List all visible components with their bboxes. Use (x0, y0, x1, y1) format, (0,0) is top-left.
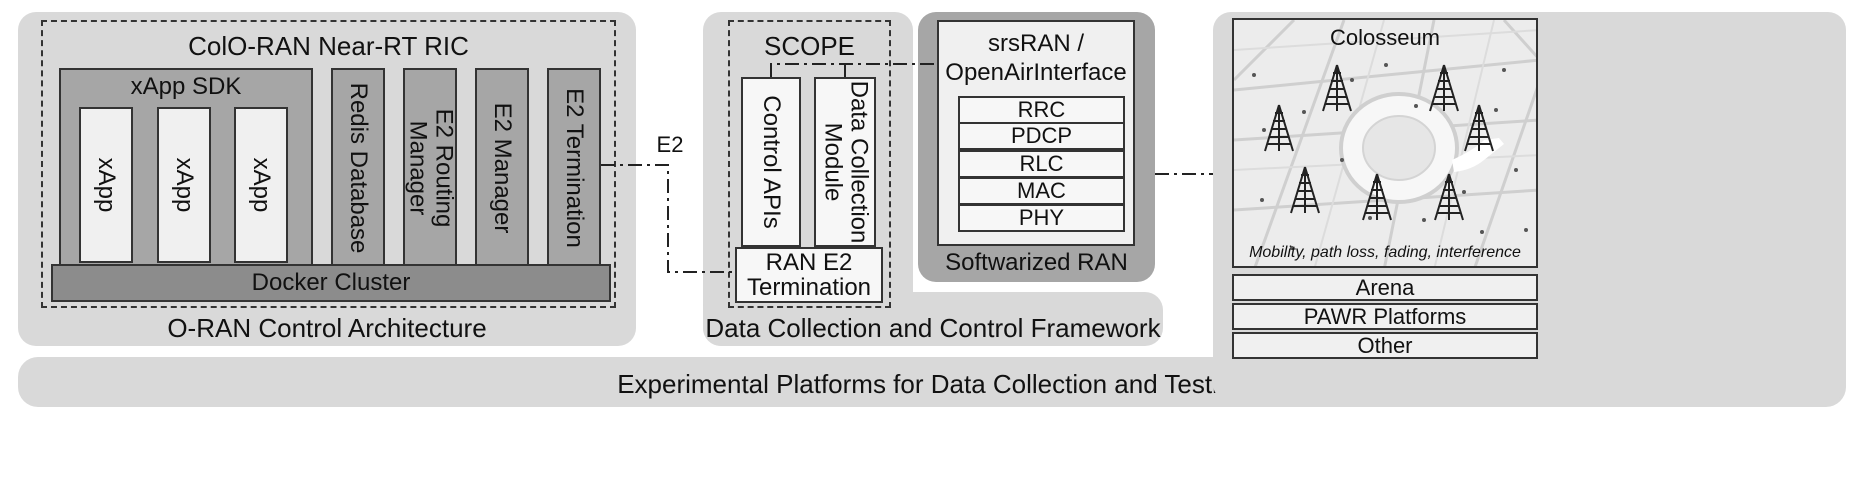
mac-label: MAC (1017, 178, 1066, 203)
e2-termination-label: E2 Termination (561, 88, 589, 248)
e2-manager-label: E2 Manager (489, 102, 517, 234)
mac-layer: MAC (958, 177, 1125, 205)
ran-e2-termination-label: RAN E2 Termination (746, 248, 872, 301)
e2-routing-manager-box: E2 Routing Manager (403, 68, 457, 268)
experimental-platforms-label: Experimental Platforms for Data Collecti… (617, 368, 1247, 399)
e2-manager-box: E2 Manager (475, 68, 529, 268)
softwarized-ran-label: Softwarized RAN (945, 249, 1128, 276)
cell-tower-icon (1322, 64, 1352, 112)
xapp-label: xApp (93, 157, 121, 213)
rlc-label: RLC (1019, 151, 1064, 176)
xapp-box: xApp (79, 107, 133, 263)
cell-tower-icon (1464, 104, 1494, 152)
arena-box: Arena (1232, 274, 1538, 301)
data-collection-framework-label: Data Collection and Control Framework (705, 313, 1161, 343)
rrc-layer: RRC (958, 96, 1125, 124)
e2-interface-label: E2 (656, 132, 684, 157)
rrc-label: RRC (1017, 97, 1066, 122)
docker-cluster-label: Docker Cluster (251, 269, 411, 296)
xapp-label: xApp (248, 157, 276, 213)
cell-tower-icon (1264, 104, 1294, 152)
xapp-box: xApp (157, 107, 211, 263)
cell-tower-icon (1429, 64, 1459, 112)
srsran-title: srsRAN / OpenAirInterface (945, 30, 1127, 86)
arena-label: Arena (1355, 274, 1415, 300)
cell-tower-icon (1290, 166, 1320, 214)
control-apis-box: Control APIs (741, 77, 801, 247)
pdcp-layer: PDCP (958, 122, 1125, 150)
rlc-layer: RLC (958, 150, 1125, 178)
pawr-platforms-label: PAWR Platforms (1303, 303, 1467, 329)
cell-tower-icon (1434, 173, 1464, 221)
docker-cluster-box: Docker Cluster (51, 264, 611, 302)
control-apis-label: Control APIs (758, 95, 786, 229)
oran-footer-label: O-RAN Control Architecture (167, 313, 487, 343)
near-rt-ric-title: ColO-RAN Near-RT RIC (188, 31, 469, 61)
redis-database-label: Redis Database (345, 82, 373, 254)
pawr-platforms-box: PAWR Platforms (1232, 303, 1538, 330)
xapp-sdk-title: xApp SDK (130, 73, 242, 100)
ran-e2-termination-box: RAN E2 Termination (735, 247, 883, 303)
colosseum-title: Colosseum (1329, 25, 1441, 50)
other-platforms-box: Other (1232, 332, 1538, 359)
data-collection-module-box: Data Collection Module (814, 77, 876, 247)
pdcp-label: PDCP (1010, 123, 1073, 148)
other-platforms-label: Other (1357, 332, 1413, 358)
phy-label: PHY (1018, 205, 1065, 230)
data-collection-module-label: Data Collection Module (819, 80, 873, 244)
e2-routing-manager-label: E2 Routing Manager (404, 108, 458, 228)
phy-layer: PHY (958, 204, 1125, 232)
redis-database-box: Redis Database (331, 68, 385, 268)
scope-title: SCOPE (763, 31, 856, 61)
xapp-label: xApp (171, 157, 199, 213)
e2-termination-box: E2 Termination (547, 68, 601, 268)
cell-tower-icon (1362, 173, 1392, 221)
colosseum-caption: Mobility, path loss, fading, interferenc… (1249, 244, 1521, 261)
xapp-box: xApp (234, 107, 288, 263)
